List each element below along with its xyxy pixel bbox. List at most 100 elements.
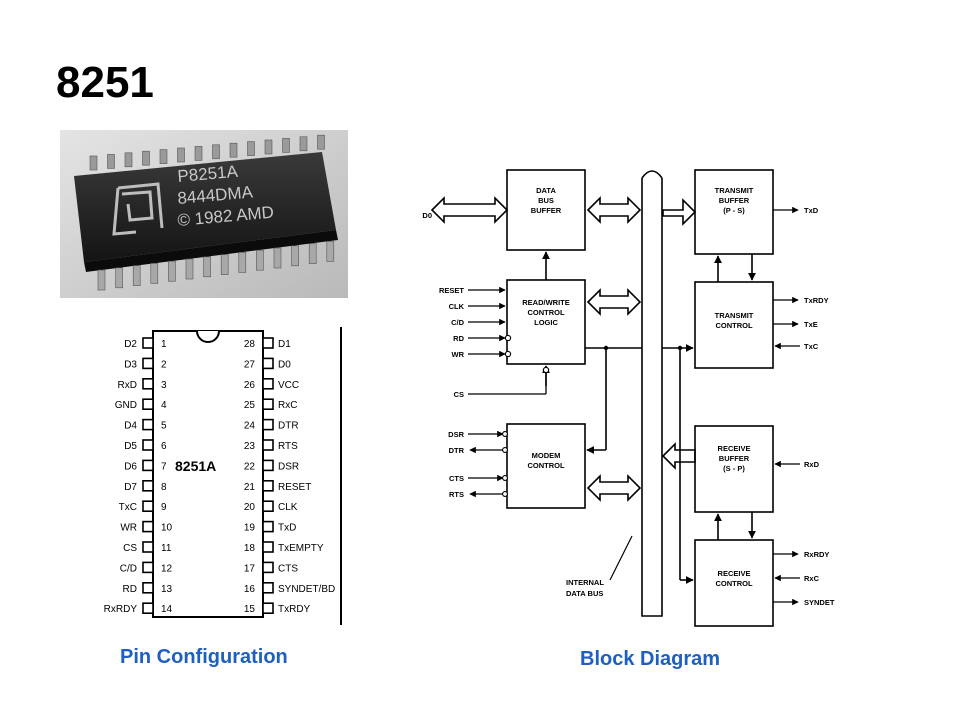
signal-label: WR <box>452 350 465 359</box>
inversion-circle <box>502 431 508 437</box>
pin-pad <box>142 398 154 410</box>
receive-control-label: CONTROL <box>715 579 752 588</box>
pin-pad <box>142 459 154 472</box>
bus-label-line1: INTERNAL <box>566 578 604 587</box>
pin-number: 6 <box>161 441 167 452</box>
pin1-notch <box>196 330 220 343</box>
pin-number: 7 <box>161 461 167 472</box>
chip-leg <box>124 152 133 168</box>
block-diagram: DATABUSBUFFERREAD/WRITECONTROLLOGICMODEM… <box>420 169 835 627</box>
pin-pad <box>142 500 154 512</box>
pin-name: RD <box>123 584 137 595</box>
pin-pad <box>262 337 274 349</box>
chip-leg <box>150 263 159 284</box>
transmit-control-block <box>694 281 774 369</box>
transmit-buffer-label: BUFFER <box>719 196 750 205</box>
pin-name: TxC <box>119 502 137 513</box>
signal-label: RESET <box>439 286 464 295</box>
pin-name: D5 <box>124 441 137 452</box>
pin-name: CS <box>123 543 137 554</box>
pin-number: 17 <box>244 563 256 574</box>
pin-name: WR <box>120 523 137 534</box>
pin-name: RESET <box>278 482 311 493</box>
signal-label: TxD <box>804 206 819 215</box>
pin-number: 10 <box>161 523 173 534</box>
junction-dot <box>603 345 609 351</box>
pin-number: 5 <box>161 421 167 432</box>
pin-pad <box>262 520 274 533</box>
pin-name: D4 <box>124 421 137 432</box>
pin-number: 26 <box>244 380 256 391</box>
pin-name: DTR <box>278 421 299 432</box>
data-bus-buffer-label: BUS <box>538 196 554 205</box>
pin-number: 4 <box>161 400 167 411</box>
chip-leg <box>168 260 176 282</box>
data-in-arrow <box>430 196 509 224</box>
pin-pad <box>142 418 154 431</box>
pin-pad <box>262 459 274 472</box>
pin-name: VCC <box>278 380 299 391</box>
modem-control-label: MODEM <box>532 451 561 460</box>
pin-name: RxC <box>278 400 297 411</box>
rw-control-label: READ/WRITE <box>522 298 570 307</box>
pin-number: 23 <box>244 441 256 452</box>
cs-inversion-circle <box>542 366 550 374</box>
pin-pad <box>142 602 154 615</box>
pin-pad <box>262 398 274 410</box>
pin-number: 2 <box>161 359 167 370</box>
transmit-control-label: CONTROL <box>715 321 752 330</box>
chip-leg <box>177 147 185 163</box>
rxbuf-bus-arrow <box>661 442 696 470</box>
data-bus-buffer-label: BUFFER <box>531 206 562 215</box>
signal-label: CLK <box>449 302 465 311</box>
chip-leg <box>212 144 220 160</box>
junction-dot <box>677 345 683 351</box>
signal-label: RxRDY <box>804 550 829 559</box>
inversion-circle <box>502 491 508 497</box>
signal-label: RTS <box>449 490 464 499</box>
inversion-circle <box>502 447 508 453</box>
pin-pad <box>142 581 154 594</box>
signal-label: DTR <box>449 446 465 455</box>
receive-control-block <box>694 539 774 627</box>
pin-number: 24 <box>244 421 256 432</box>
chip-leg <box>308 243 317 264</box>
chip-leg <box>89 155 98 171</box>
pin-pad <box>142 541 154 553</box>
receive-buffer-label: BUFFER <box>719 454 750 463</box>
transmit-buffer-label: (P - S) <box>723 206 745 215</box>
chip-leg <box>273 247 282 269</box>
pin-pad <box>262 500 274 512</box>
modem-control-label: CONTROL <box>527 461 564 470</box>
signal-label: CTS <box>449 474 464 483</box>
internal-data-bus-top <box>641 170 663 179</box>
chip-leg <box>299 136 308 152</box>
pin-number: 11 <box>161 543 172 554</box>
pin-pad <box>262 439 274 451</box>
data-lines-label: D7 D0 <box>420 211 432 220</box>
chip-leg <box>185 258 194 280</box>
chip-leg <box>247 141 255 156</box>
pin-pad <box>262 480 274 492</box>
pin-name: CTS <box>278 563 298 574</box>
pin-number: 13 <box>161 584 173 595</box>
pin-pad <box>142 480 154 492</box>
pin-pad <box>262 377 274 390</box>
chip-leg <box>229 142 238 158</box>
signal-label: RxD <box>804 460 820 469</box>
pin-pad <box>262 357 274 370</box>
chip-leg <box>132 265 141 286</box>
bus-txbuf-arrow <box>662 198 697 226</box>
pin-pad <box>262 541 274 553</box>
pin-name: D6 <box>124 461 137 472</box>
signal-label: C/D <box>451 318 465 327</box>
pin-number: 9 <box>161 502 167 513</box>
pin-number: 12 <box>161 563 173 574</box>
dbb-bus-arrow <box>586 196 642 224</box>
pin-number: 3 <box>161 380 167 391</box>
signal-label: SYNDET <box>804 598 835 607</box>
pin-pad <box>142 520 154 533</box>
pin-name: RTS <box>278 441 298 452</box>
signal-label: DSR <box>448 430 464 439</box>
pin-number: 22 <box>244 461 256 472</box>
